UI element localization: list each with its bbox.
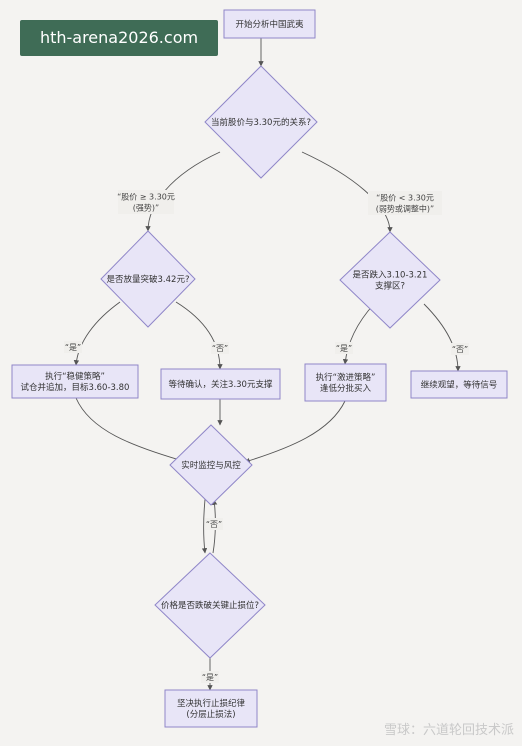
edge-label-no1-text-line-0: “否” bbox=[212, 344, 228, 353]
node-aggressive-strategy-text-line-1: 逢低分批买入 bbox=[320, 383, 372, 394]
edge-label-ge: “股价 ≥ 3.30元(强势)” bbox=[117, 190, 175, 214]
edge-label-yes1: “是” bbox=[64, 341, 82, 353]
node-keep-watching-text: 继续观望，等待信号 bbox=[421, 380, 498, 391]
node-wait-confirm: 等待确认，关注3.30元支撑 bbox=[160, 368, 281, 400]
edge-steady-to-monitor bbox=[75, 397, 191, 465]
node-steady-strategy-text-line-1: 试仓并追加，目标3.60-3.80 bbox=[21, 382, 130, 393]
edge-aggressive-to-monitor bbox=[244, 400, 346, 464]
edge-label-no1-text: “否” bbox=[212, 344, 228, 353]
node-price-decision-text: 当前股价与3.30元的关系? bbox=[211, 117, 311, 128]
node-aggressive-strategy: 执行“激进策略”逢低分批买入 bbox=[304, 363, 387, 402]
edge-breakout-to-steady bbox=[73, 301, 121, 366]
edge-label-yes2-text-line-0: “是” bbox=[336, 344, 352, 353]
edge-label-lt-text-line-1: (弱势或调整中)” bbox=[376, 204, 434, 214]
edge-label-yes1-text-line-0: “是” bbox=[65, 343, 81, 352]
edge-label-ge-text-line-0: “股价 ≥ 3.30元 bbox=[117, 193, 175, 202]
node-price-decision-text-line-0: 当前股价与3.30元的关系? bbox=[211, 117, 311, 128]
node-end-text-line-1: (分层止损法) bbox=[186, 709, 235, 720]
edge-label-yes3-text-line-0: “是” bbox=[202, 673, 218, 682]
edge-label-yes1-text: “是” bbox=[65, 343, 81, 352]
node-support-decision-text-line-1: 支撑区? bbox=[375, 281, 405, 292]
edge-label-yes2: “是” bbox=[335, 342, 353, 354]
node-end-text-line-0: 坚决执行止损纪律 bbox=[177, 698, 246, 709]
edge-price-to-support bbox=[301, 151, 393, 233]
node-monitor-text: 实时监控与风控 bbox=[181, 460, 241, 471]
edge-labels: “股价 ≥ 3.30元(强势)” “股价 < 3.30元(弱势或调整中)” “是… bbox=[64, 190, 469, 683]
edge-label-lt-text-line-0: “股价 < 3.30元 bbox=[376, 194, 434, 203]
node-end-text: 坚决执行止损纪律(分层止损法) bbox=[177, 698, 246, 720]
node-keep-watching: 继续观望，等待信号 bbox=[410, 370, 508, 399]
edge-support-to-aggressive bbox=[342, 303, 375, 365]
edge-label-lt-text: “股价 < 3.30元(弱势或调整中)” bbox=[376, 194, 434, 214]
edge-label-lt: “股价 < 3.30元(弱势或调整中)” bbox=[368, 191, 442, 215]
edge-label-ge-text-line-1: (强势)” bbox=[133, 203, 159, 213]
node-wait-confirm-text-line-0: 等待确认，关注3.30元支撑 bbox=[169, 379, 273, 390]
edge-label-yes3-text: “是” bbox=[202, 673, 218, 682]
edge-breakout-to-wait bbox=[175, 301, 223, 370]
edge-label-yes3: “是” bbox=[201, 671, 219, 683]
edge-label-no1: “否” bbox=[211, 342, 229, 354]
edge-support-to-watch bbox=[423, 303, 461, 372]
node-start: 开始分析中国武夷 bbox=[223, 9, 316, 39]
edge-label-no3-text-line-0: “否” bbox=[206, 520, 222, 529]
node-start-text: 开始分析中国武夷 bbox=[235, 19, 304, 30]
node-steady-strategy-text-line-0: 执行“稳健策略” bbox=[45, 371, 105, 382]
node-aggressive-strategy-text-line-0: 执行“激进策略” bbox=[316, 372, 376, 383]
edge-label-no3-text: “否” bbox=[206, 520, 222, 529]
node-stoploss-decision-text-line-0: 价格是否跌破关键止损位? bbox=[161, 600, 259, 611]
brand-watermark: 雪球：六道轮回技术派 bbox=[383, 723, 514, 738]
node-stoploss-decision-text: 价格是否跌破关键止损位? bbox=[161, 600, 259, 611]
edge-label-no3: “否” bbox=[205, 518, 223, 530]
site-watermark: hth-arena2026.com bbox=[20, 20, 218, 56]
nodes: 开始分析中国武夷 当前股价与3.30元的关系? 是否放量突破3.42元? 是否跌… bbox=[11, 9, 508, 728]
node-monitor-text-line-0: 实时监控与风控 bbox=[181, 460, 241, 471]
edge-label-yes2-text: “是” bbox=[336, 344, 352, 353]
node-breakout-decision-text: 是否放量突破3.42元? bbox=[107, 274, 190, 285]
edge-label-no2: “否” bbox=[451, 343, 469, 355]
edge-label-no2-text-line-0: “否” bbox=[452, 345, 468, 354]
node-steady-strategy-text: 执行“稳健策略”试仓并追加，目标3.60-3.80 bbox=[21, 371, 130, 393]
node-end: 坚决执行止损纪律(分层止损法) bbox=[164, 689, 258, 728]
node-start-text-line-0: 开始分析中国武夷 bbox=[235, 19, 304, 30]
node-breakout-decision: 是否放量突破3.42元? bbox=[100, 230, 196, 328]
edge-label-ge-text: “股价 ≥ 3.30元(强势)” bbox=[117, 193, 175, 213]
node-price-decision: 当前股价与3.30元的关系? bbox=[204, 65, 318, 179]
node-aggressive-strategy-text: 执行“激进策略”逢低分批买入 bbox=[316, 372, 376, 394]
node-steady-strategy: 执行“稳健策略”试仓并追加，目标3.60-3.80 bbox=[11, 364, 139, 399]
node-wait-confirm-text: 等待确认，关注3.30元支撑 bbox=[169, 379, 273, 390]
node-breakout-decision-text-line-0: 是否放量突破3.42元? bbox=[107, 274, 190, 285]
node-keep-watching-text-line-0: 继续观望，等待信号 bbox=[421, 380, 498, 391]
node-monitor: 实时监控与风控 bbox=[169, 424, 253, 506]
node-stoploss-decision: 价格是否跌破关键止损位? bbox=[154, 552, 266, 659]
edge-label-no2-text: “否” bbox=[452, 345, 468, 354]
node-support-decision-text-line-0: 是否跌入3.10-3.21 bbox=[353, 270, 428, 281]
